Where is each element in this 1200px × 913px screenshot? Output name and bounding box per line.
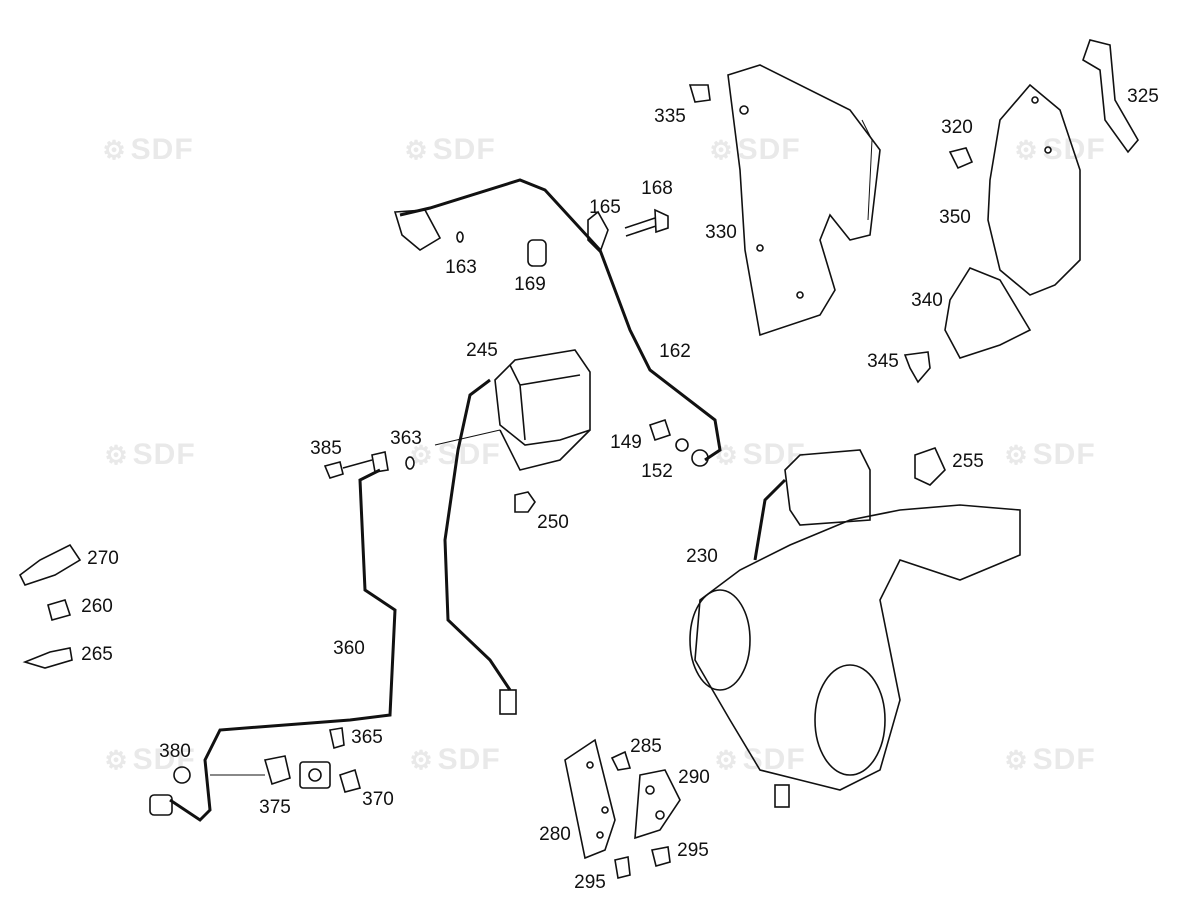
connector: [499, 689, 517, 715]
part-label-295[interactable]: 295: [677, 840, 709, 861]
bolt-365: [329, 727, 345, 750]
part-label-370[interactable]: 370: [362, 789, 394, 810]
sensor-255: [914, 447, 946, 486]
part-label-163[interactable]: 163: [445, 257, 477, 278]
watermark: SDF: [102, 133, 193, 167]
part-label-165[interactable]: 165: [589, 197, 621, 218]
watermark: SDF: [404, 133, 495, 167]
connector-380: [149, 794, 173, 816]
turbo-assembly-230: [694, 504, 1021, 791]
part-label-250[interactable]: 250: [537, 512, 569, 533]
part-label-360[interactable]: 360: [333, 638, 365, 659]
plate-280: [564, 738, 616, 860]
shield-340: [944, 267, 1032, 359]
part-label-265[interactable]: 265: [81, 644, 113, 665]
watermark: SDF: [714, 438, 805, 472]
bolt-320: [948, 147, 974, 170]
module-on-turbo: [784, 449, 871, 526]
watermark: SDF: [709, 133, 800, 167]
grommet-380: [173, 766, 191, 784]
bracket-325: [1082, 39, 1139, 154]
part-label-335[interactable]: 335: [654, 106, 686, 127]
cap-370: [339, 768, 361, 793]
watermark: SDF: [409, 438, 500, 472]
bolt-285: [610, 750, 632, 771]
pipe-162: [399, 178, 722, 462]
part-label-270[interactable]: 270: [87, 548, 119, 569]
pipe-360: [169, 468, 397, 822]
watermark: SDF: [104, 743, 195, 777]
watermark: SDF: [409, 743, 500, 777]
part-label-149[interactable]: 149: [610, 432, 642, 453]
part-label-345[interactable]: 345: [867, 351, 899, 372]
pipe-162-end: [393, 209, 442, 251]
part-label-325[interactable]: 325: [1127, 86, 1159, 107]
bracket-165: [587, 210, 609, 254]
part-label-380[interactable]: 380: [159, 741, 191, 762]
part-label-230[interactable]: 230: [686, 546, 718, 567]
part-label-255[interactable]: 255: [952, 451, 984, 472]
bolt-345: [903, 351, 931, 384]
heat-shield-350: [987, 83, 1081, 296]
watermark: SDF: [104, 438, 195, 472]
fitting-149: [648, 418, 672, 442]
part-label-260[interactable]: 260: [81, 596, 113, 617]
clip-265: [22, 647, 73, 669]
pipe-360-right: [443, 378, 512, 691]
part-label-290[interactable]: 290: [678, 767, 710, 788]
module-245: [494, 349, 591, 446]
part-label-363[interactable]: 363: [390, 428, 422, 449]
part-label-285[interactable]: 285: [630, 736, 662, 757]
clip-260: [47, 599, 72, 621]
spacer-169: [527, 239, 547, 267]
bracket-363: [371, 451, 389, 473]
part-label-385[interactable]: 385: [310, 438, 342, 459]
watermark: SDF: [1004, 743, 1095, 777]
bolt-168: [624, 208, 669, 237]
bolt-385: [323, 459, 373, 479]
clip-375: [263, 755, 291, 786]
part-label-245[interactable]: 245: [466, 340, 498, 361]
bolt-295b: [651, 846, 671, 867]
clip-nut: [299, 761, 331, 789]
part-label-152[interactable]: 152: [641, 461, 673, 482]
nut-250: [514, 491, 536, 513]
part-label-330[interactable]: 330: [705, 222, 737, 243]
bracket-290: [634, 769, 681, 840]
strap-270: [18, 543, 82, 586]
washer-163: [456, 231, 464, 243]
washer-152: [675, 438, 689, 452]
part-label-365[interactable]: 365: [351, 727, 383, 748]
part-label-169[interactable]: 169: [514, 274, 546, 295]
watermark: SDF: [1004, 438, 1095, 472]
bolt-335: [688, 84, 711, 103]
part-label-350[interactable]: 350: [939, 207, 971, 228]
bolt-295a: [614, 856, 631, 879]
part-label-375[interactable]: 375: [259, 797, 291, 818]
part-label-295[interactable]: 295: [574, 872, 606, 893]
part-label-340[interactable]: 340: [911, 290, 943, 311]
part-label-280[interactable]: 280: [539, 824, 571, 845]
heat-shield-330: [727, 64, 881, 337]
part-label-168[interactable]: 168: [641, 178, 673, 199]
part-label-320[interactable]: 320: [941, 117, 973, 138]
part-label-162[interactable]: 162: [659, 341, 691, 362]
